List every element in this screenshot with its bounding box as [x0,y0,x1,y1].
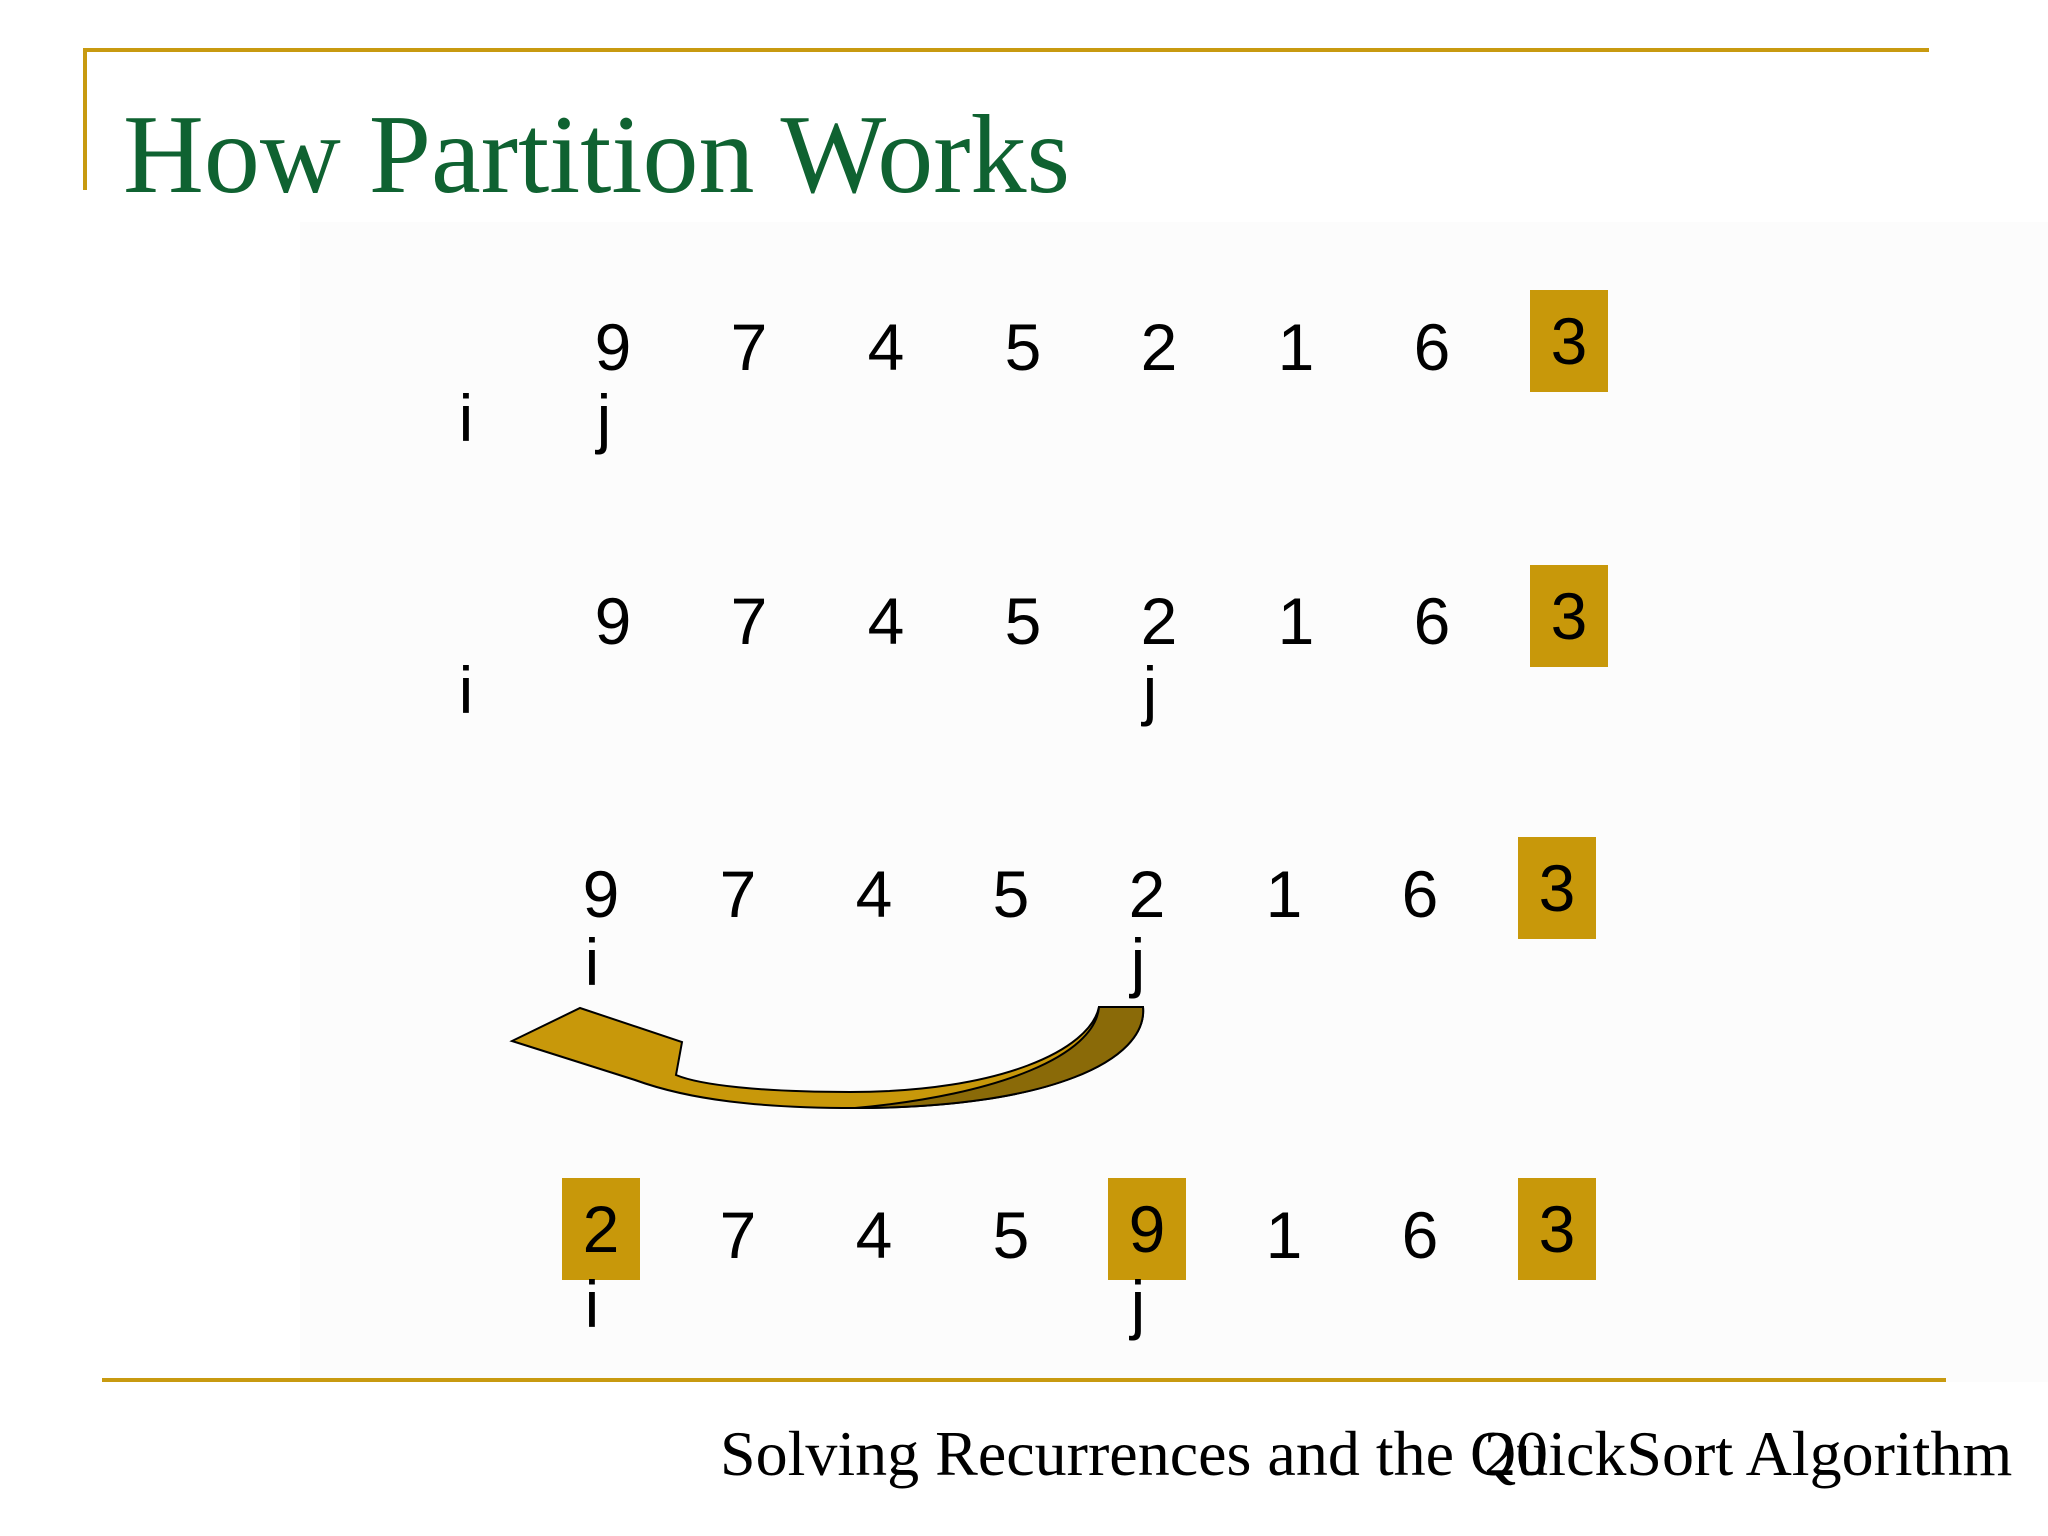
array-cell: 1 [1277,310,1315,384]
left-rule [83,48,87,190]
array-cell: 5 [1004,310,1042,384]
array-cell: 4 [867,310,905,384]
array-cell: 4 [855,1198,893,1272]
pivot-cell: 3 [1530,290,1608,392]
array-cell: 9 [594,584,632,658]
pointer-i: i [458,381,474,455]
pointer-j: j [1130,925,1146,999]
array-cell: 7 [730,310,768,384]
pointer-j: j [596,381,612,455]
array-cell: 6 [1401,1198,1439,1272]
array-cell: 5 [992,1198,1030,1272]
swapped-cell: 9 [1108,1178,1186,1280]
array-cell: 6 [1413,310,1451,384]
array-cell: 9 [582,857,620,931]
arrow-body [509,1006,1145,1110]
arrow-shade [854,1006,1145,1109]
pivot-cell: 3 [1530,565,1608,667]
slide-number: 20 [1484,1418,1548,1489]
footer-title: Solving Recurrences and the QuickSort Al… [720,1418,2013,1489]
bottom-rule [102,1378,1946,1382]
pivot-cell: 3 [1518,1178,1596,1280]
array-cell: 4 [867,584,905,658]
array-cell: 1 [1265,1198,1303,1272]
slide-title: How Partition Works [123,93,1071,217]
pointer-j: j [1142,653,1158,727]
array-cell: 9 [594,310,632,384]
array-cell: 5 [1004,584,1042,658]
array-cell: 6 [1401,857,1439,931]
array-cell: 2 [1140,584,1178,658]
pivot-cell: 3 [1518,837,1596,939]
array-cell: 1 [1265,857,1303,931]
array-cell: 7 [730,584,768,658]
top-rule [83,48,1929,52]
array-cell: 5 [992,857,1030,931]
pointer-i: i [584,1267,600,1341]
array-cell: 1 [1277,584,1315,658]
array-cell: 7 [719,857,757,931]
swapped-cell: 2 [562,1178,640,1280]
array-cell: 7 [719,1198,757,1272]
pointer-i: i [458,653,474,727]
array-cell: 6 [1413,584,1451,658]
array-cell: 4 [855,857,893,931]
array-cell: 2 [1140,310,1178,384]
array-cell: 2 [1128,857,1166,931]
pointer-i: i [584,925,600,999]
pointer-j: j [1130,1267,1146,1341]
